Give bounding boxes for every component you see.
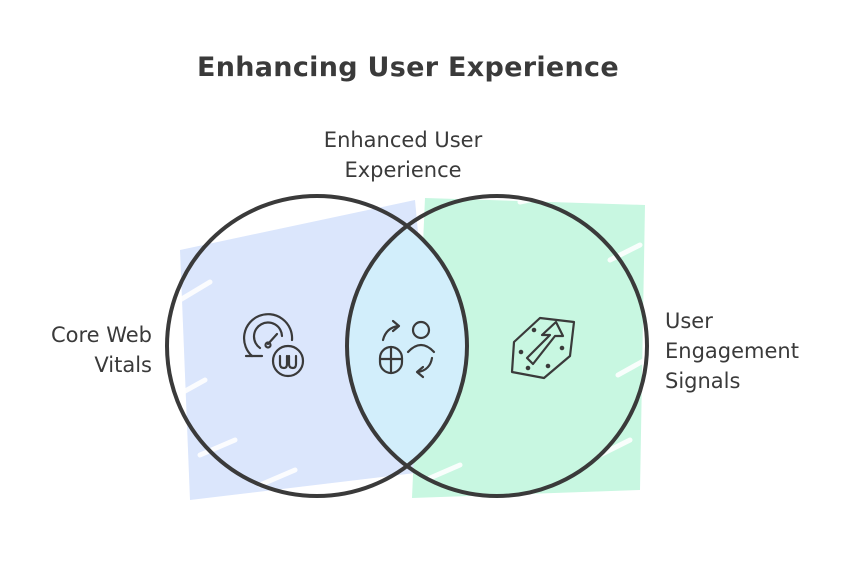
user-engagement-signals-label-line: Engagement xyxy=(665,339,799,363)
intersection-label-line: Enhanced User xyxy=(323,128,483,152)
user-engagement-signals-circle xyxy=(345,194,649,498)
user-engagement-signals-label-line: User xyxy=(665,309,713,333)
core-web-vitals-circle xyxy=(165,194,469,498)
speedometer-icon xyxy=(242,313,305,378)
intersection-label: Enhanced User Experience xyxy=(283,125,523,185)
diagram-title: Enhancing User Experience xyxy=(197,52,619,83)
user-engagement-signals-label: User Engagement Signals xyxy=(665,306,845,396)
sketch-hatching xyxy=(175,193,648,488)
intersection-fill xyxy=(347,196,467,496)
user-engagement-signals-label-line: Signals xyxy=(665,369,741,393)
core-web-vitals-label-line: Core Web xyxy=(50,323,152,347)
core-web-vitals-label-line: Vitals xyxy=(94,353,152,377)
trending-arrow-icon xyxy=(510,316,576,380)
user-interaction-icon xyxy=(378,319,436,379)
core-web-vitals-label: Core Web Vitals xyxy=(20,320,152,380)
intersection-label-line: Experience xyxy=(344,158,462,182)
user-engagement-signals-fill xyxy=(412,198,645,498)
